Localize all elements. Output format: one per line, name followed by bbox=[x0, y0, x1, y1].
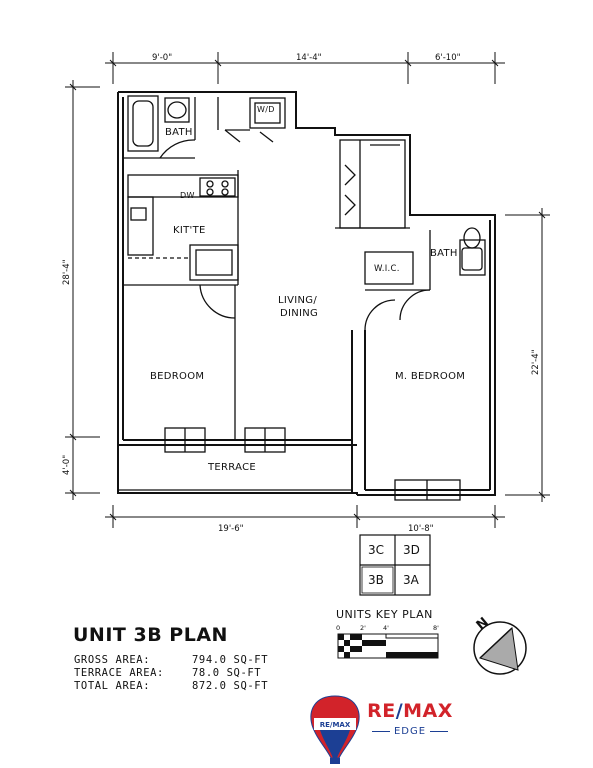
dim-left-upper: 28'-4" bbox=[62, 259, 72, 285]
dim-bottom-left: 19'-6" bbox=[218, 524, 244, 534]
room-label-living: LIVING/ bbox=[278, 295, 317, 306]
area-value-terrace: 78.0 SQ-FT bbox=[192, 667, 262, 679]
room-label-kitchen: KIT'TE bbox=[173, 225, 206, 236]
key-cell-3d: 3D bbox=[403, 543, 420, 557]
dim-top-mid: 14'-4" bbox=[296, 53, 322, 63]
dim-top-left: 9'-0" bbox=[152, 53, 172, 63]
scale-tick-0: 0 bbox=[336, 624, 340, 632]
scale-tick-8: 8' bbox=[433, 624, 439, 632]
area-row-terrace: TERRACE AREA: 78.0 SQ-FT bbox=[74, 667, 261, 679]
room-label-terrace: TERRACE bbox=[207, 462, 256, 473]
dim-right: 22'-4" bbox=[531, 349, 541, 375]
room-label-master-bedroom: M. BEDROOM bbox=[395, 371, 465, 382]
brand-name-re: RE bbox=[367, 700, 396, 722]
key-cell-3c: 3C bbox=[368, 543, 384, 557]
key-plan-label: UNITS KEY PLAN bbox=[336, 608, 433, 621]
area-row-gross: GROSS AREA: 794.0 SQ-FT bbox=[74, 654, 268, 666]
area-value-gross: 794.0 SQ-FT bbox=[192, 654, 269, 666]
remax-balloon-logo: RE/MAX bbox=[310, 695, 360, 764]
scale-tick-4: 4' bbox=[383, 624, 389, 632]
room-label-dw: DW bbox=[180, 191, 195, 200]
area-value-total: 872.0 SQ-FT bbox=[192, 680, 269, 692]
area-label-total: TOTAL AREA: bbox=[74, 680, 151, 692]
room-label-dining: DINING bbox=[280, 308, 318, 319]
graphic-scale: 0 2' 4' 8' bbox=[336, 624, 439, 659]
room-label-bath-left: BATH bbox=[165, 127, 193, 138]
remax-brand: RE/MAX EDGE bbox=[360, 700, 460, 748]
key-cell-3a: 3A bbox=[403, 573, 420, 587]
brand-name-max: MAX bbox=[403, 700, 453, 722]
brand-name: RE/MAX bbox=[360, 700, 460, 722]
dim-left-lower: 4'-0" bbox=[62, 455, 72, 475]
north-arrow: N bbox=[473, 615, 527, 675]
dim-bottom-right: 10'-8" bbox=[408, 524, 434, 534]
room-label-wd: W/D bbox=[257, 105, 275, 114]
room-label-bath-right: BATH bbox=[430, 248, 458, 259]
balloon-text: RE/MAX bbox=[320, 721, 351, 729]
scale-tick-2: 2' bbox=[360, 624, 366, 632]
area-row-total: TOTAL AREA: 872.0 SQ-FT bbox=[74, 680, 268, 692]
brand-sub-text: EDGE bbox=[393, 726, 427, 737]
plan-title: UNIT 3B PLAN bbox=[73, 624, 228, 646]
brand-rule-right bbox=[430, 730, 449, 732]
room-label-wic: W.I.C. bbox=[374, 264, 400, 274]
units-key-plan: 3C 3D 3B 3A UNITS KEY PLAN bbox=[336, 534, 433, 621]
area-label-gross: GROSS AREA: bbox=[74, 654, 151, 666]
area-label-terrace: TERRACE AREA: bbox=[74, 667, 164, 679]
dim-top-right: 6'-10" bbox=[435, 53, 461, 63]
north-label: N bbox=[474, 615, 492, 633]
brand-name-slash: / bbox=[395, 700, 404, 722]
key-cell-3b: 3B bbox=[368, 573, 384, 587]
room-label-bedroom: BEDROOM bbox=[150, 371, 204, 382]
brand-rule-left bbox=[371, 730, 390, 732]
brand-sub: EDGE bbox=[360, 726, 460, 737]
